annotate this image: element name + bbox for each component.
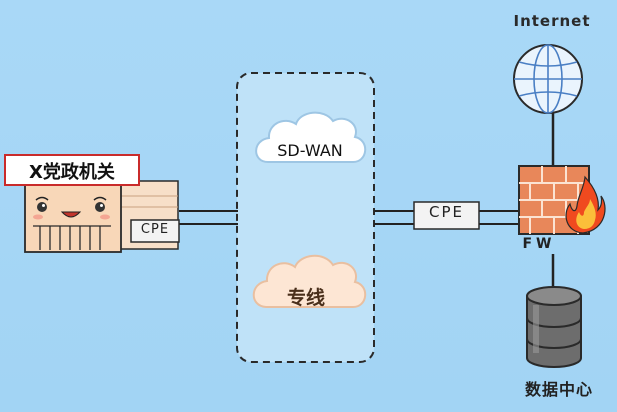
link-cpe-to-firewall [479, 210, 520, 225]
cloud-icon [255, 111, 367, 164]
government-building-icon [4, 154, 179, 253]
firewall-icon [518, 165, 606, 235]
cpe-right-box [413, 201, 480, 230]
database-icon [526, 286, 582, 368]
data-center-label: 数据中心 [524, 380, 593, 399]
internet-label: Internet [513, 12, 591, 30]
cpe-left-box [130, 219, 180, 243]
dedicated-line-label: 专线 [286, 287, 325, 309]
link-org-to-network [179, 210, 238, 225]
org-label: X党政机关 [29, 162, 115, 183]
cloud-icon [252, 254, 367, 309]
globe-icon [513, 44, 583, 114]
firewall-label: FW [522, 236, 556, 252]
link-network-to-cpe [374, 210, 414, 225]
cpe-left-label: CPE [140, 222, 170, 237]
sdwan-label: SD-WAN [277, 141, 343, 160]
cpe-right-label: CPE [429, 203, 464, 221]
